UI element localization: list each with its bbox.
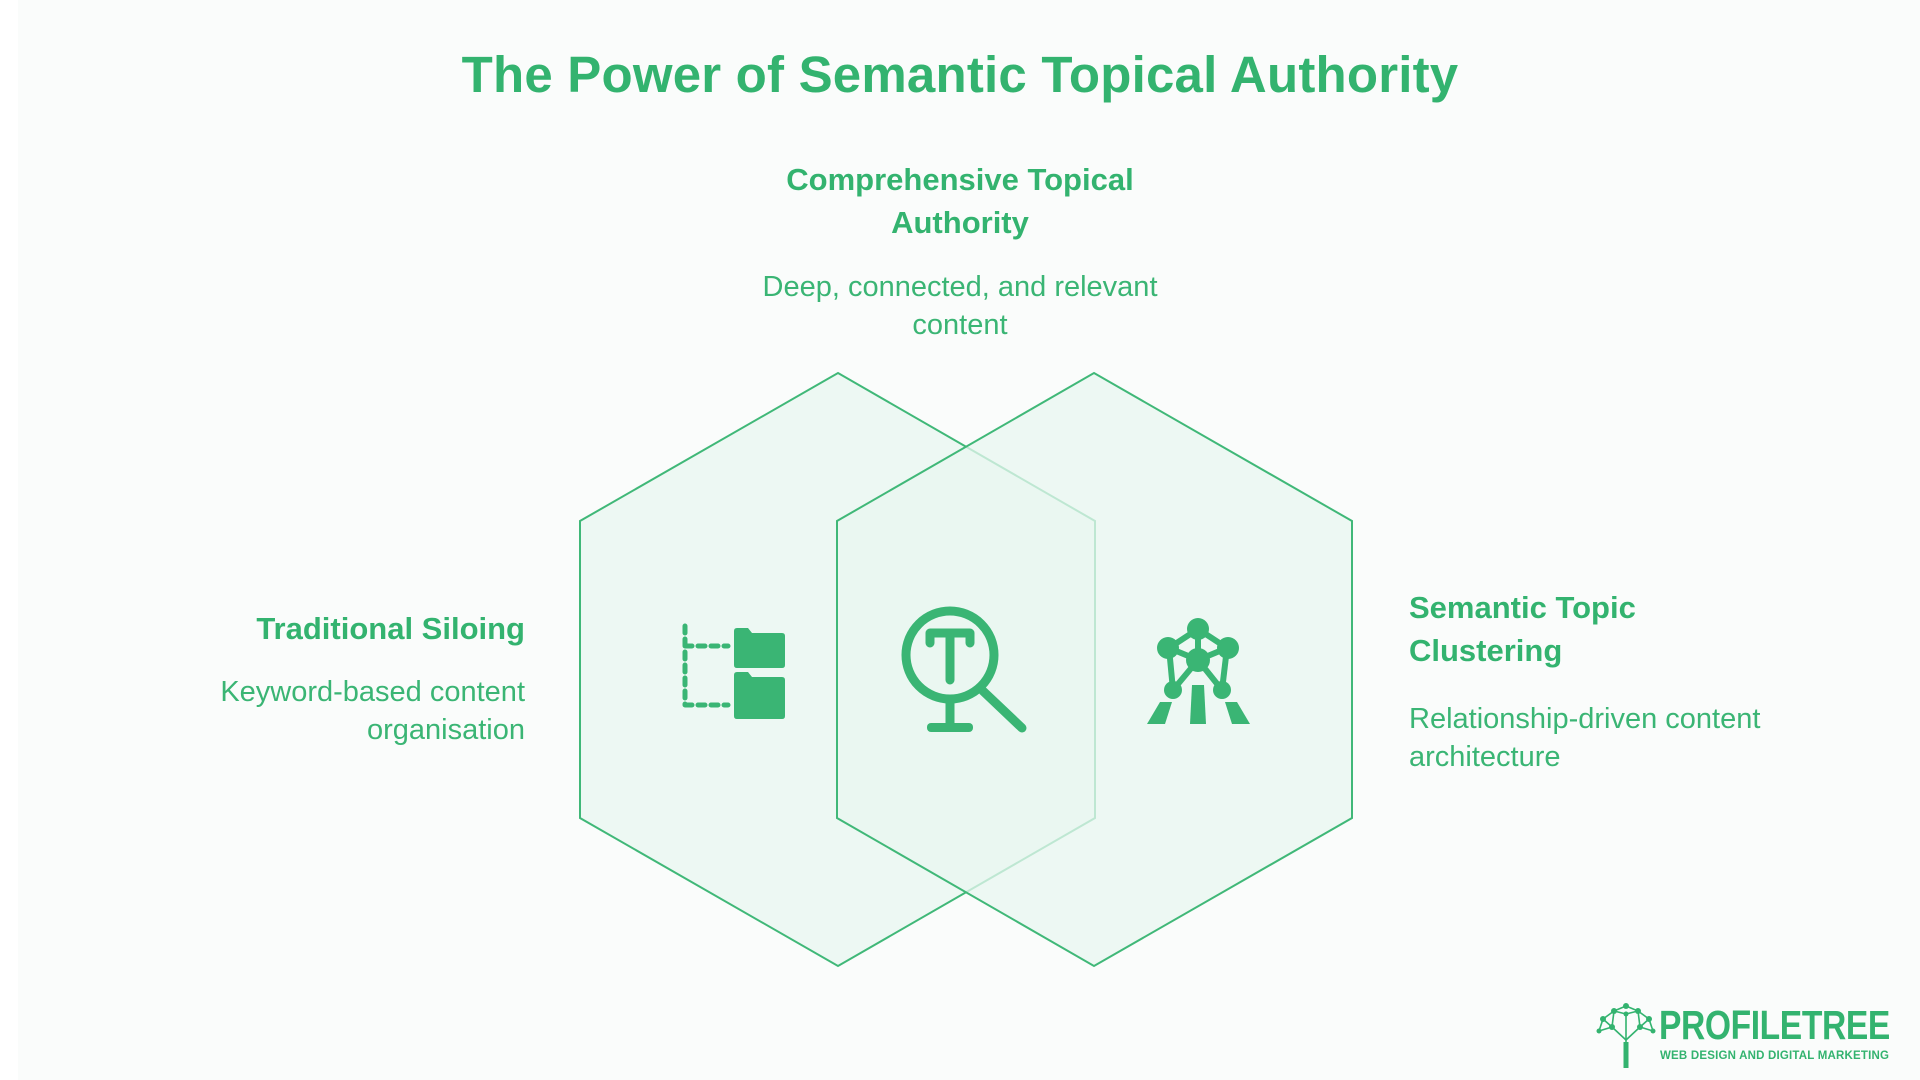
comprehensive-topical-authority-block: Comprehensive Topical Authority Deep, co… [710,158,1210,344]
top-desc-line-2: content [912,309,1008,341]
left-heading: Traditional Siloing [256,611,525,646]
right-heading-line-1: Semantic Topic [1409,590,1636,625]
profiletree-logo: PROFILETREE WEB DESIGN AND DIGITAL MARKE… [1595,1000,1895,1070]
right-heading: Semantic Topic Clustering [1409,586,1849,672]
right-hexagon [836,371,1353,968]
right-heading-line-2: Clustering [1409,633,1563,668]
network-cluster-icon [1147,618,1250,724]
left-description: Keyword-based content organisation [120,673,525,749]
top-description: Deep, connected, and relevant content [710,268,1210,344]
top-heading: Comprehensive Topical Authority [710,158,1210,244]
left-desc-line-1: Keyword-based content [220,676,525,708]
page-title: The Power of Semantic Topical Authority [461,46,1459,103]
top-desc-line-1: Deep, connected, and relevant [762,271,1158,303]
folder-hierarchy-icon [682,623,785,719]
logo-brand-text: PROFILETREE [1659,1002,1890,1048]
traditional-siloing-block: Traditional Siloing Keyword-based conten… [120,607,525,749]
right-desc-line-2: architecture [1409,741,1561,773]
top-heading-line-1: Comprehensive Topical [786,162,1134,197]
right-desc-line-1: Relationship-driven content [1409,703,1761,735]
top-heading-line-2: Authority [891,205,1029,240]
topic-search-icon [901,606,1027,733]
logo-tagline: WEB DESIGN AND DIGITAL MARKETING [1660,1050,1890,1062]
right-description: Relationship-driven content architecture [1409,700,1849,776]
semantic-topic-clustering-block: Semantic Topic Clustering Relationship-d… [1409,586,1849,776]
left-desc-line-2: organisation [367,714,525,746]
tree-logo-icon [1596,1003,1656,1068]
